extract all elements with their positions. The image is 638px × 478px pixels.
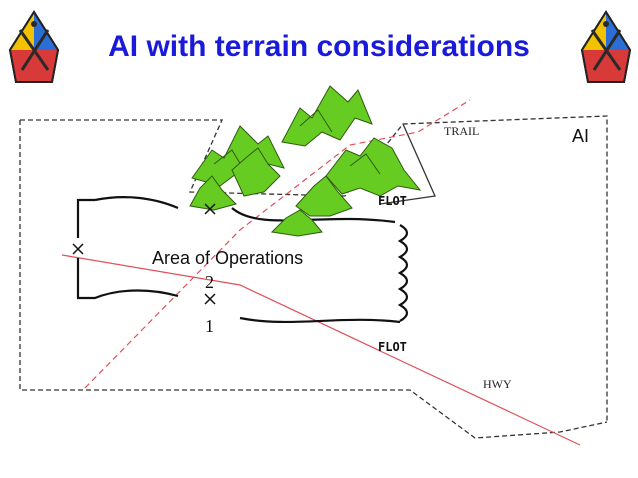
highway-route xyxy=(61,254,581,446)
boundary-marker-2: 2 xyxy=(205,272,214,292)
tree-icon xyxy=(231,147,281,197)
tree-icon xyxy=(281,85,373,147)
tree-icon xyxy=(325,137,422,197)
tree-icon xyxy=(295,175,353,217)
tree-icon xyxy=(270,209,323,237)
unit-insignia-icon xyxy=(8,10,60,83)
forest xyxy=(189,85,422,237)
ai-label: AI xyxy=(572,126,589,146)
ai-boundary xyxy=(20,115,608,422)
hwy-label: HWY xyxy=(483,377,512,391)
area-of-operations-boundary xyxy=(76,196,401,324)
trail-label: TRAIL xyxy=(444,124,479,138)
ai-boundary-inner xyxy=(379,123,436,205)
flot-scallops xyxy=(397,224,409,322)
boundary-x-marker-icon xyxy=(204,203,216,215)
tree-icon xyxy=(189,175,237,211)
ai-boundary-bottom xyxy=(19,120,608,439)
slide-title: AI with terrain considerations xyxy=(108,30,530,63)
flot-label-top: FLOT xyxy=(378,194,407,208)
boundary-marker-1: 1 xyxy=(205,316,214,336)
boundary-x-marker-icon xyxy=(72,243,84,255)
trail-route xyxy=(84,99,471,389)
flot-label-bottom: FLOT xyxy=(378,340,407,354)
area-of-operations-label: Area of Operations xyxy=(152,248,303,268)
boundary-x-marker-icon xyxy=(204,293,216,305)
unit-insignia-icon xyxy=(580,10,632,83)
